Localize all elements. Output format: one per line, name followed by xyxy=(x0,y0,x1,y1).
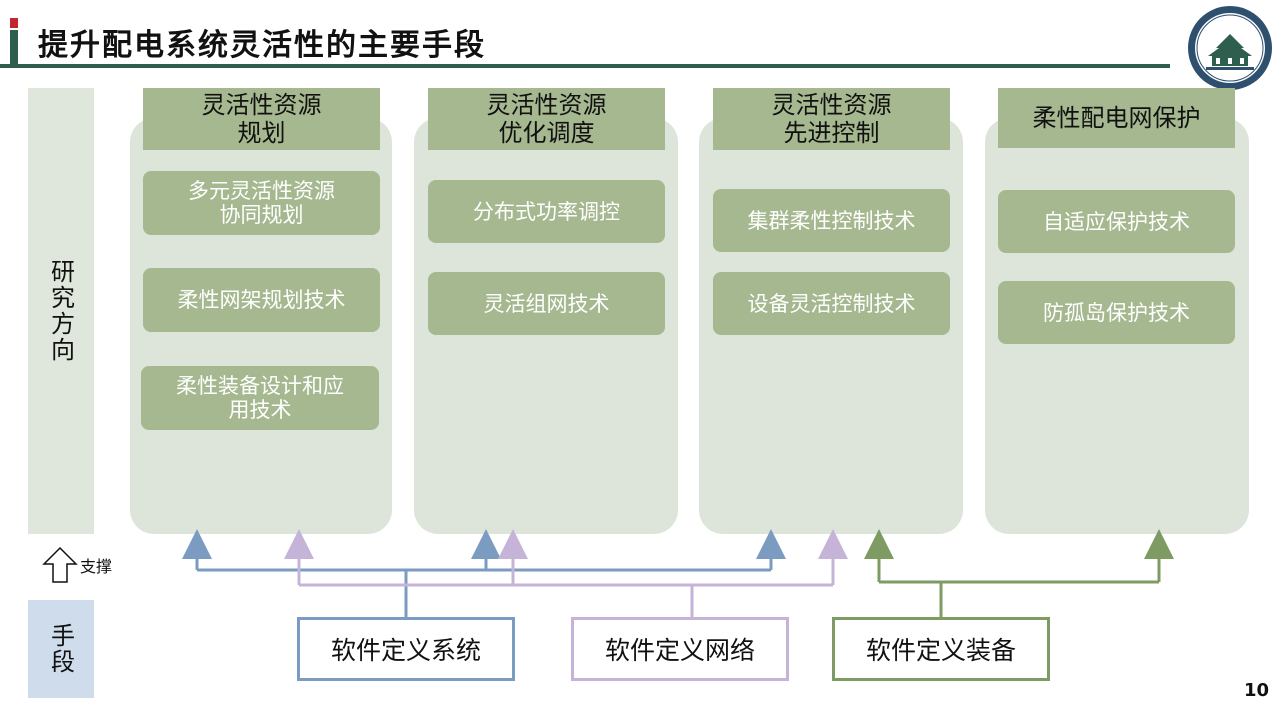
item-multi-resource-planning: 多元灵活性资源 协同规划 xyxy=(143,171,380,235)
column-header-planning: 灵活性资源 规划 xyxy=(143,88,380,150)
item-distributed-power-control: 分布式功率调控 xyxy=(428,180,665,243)
item-flexible-grid-planning: 柔性网架规划技术 xyxy=(143,268,380,332)
item-flexible-networking: 灵活组网技术 xyxy=(428,272,665,335)
research-direction-text: 研究方向 xyxy=(46,259,75,363)
title-divider xyxy=(0,64,1170,68)
network-connector xyxy=(284,529,848,617)
item-flexible-equipment-design: 柔性装备设计和应 用技术 xyxy=(141,366,379,430)
software-defined-equipment-box: 软件定义装备 xyxy=(832,617,1050,681)
page-title: 提升配电系统灵活性的主要手段 xyxy=(38,28,486,63)
support-text: 支撑 xyxy=(80,557,113,576)
university-logo xyxy=(1188,6,1272,90)
equipment-connector xyxy=(864,529,1174,617)
item-cluster-control: 集群柔性控制技术 xyxy=(713,189,950,252)
system-connector xyxy=(182,529,786,617)
column-header-dispatch: 灵活性资源 优化调度 xyxy=(428,88,665,150)
column-header-protection: 柔性配电网保护 xyxy=(998,88,1235,148)
item-anti-islanding-protection: 防孤岛保护技术 xyxy=(998,281,1235,344)
research-direction-label: 研究方向 xyxy=(28,88,94,534)
title-accent-green xyxy=(10,30,18,66)
item-adaptive-protection: 自适应保护技术 xyxy=(998,190,1235,253)
means-label: 手段 xyxy=(28,600,94,698)
column-header-control: 灵活性资源 先进控制 xyxy=(713,88,950,150)
means-text: 手段 xyxy=(46,623,75,675)
software-defined-system-box: 软件定义系统 xyxy=(297,617,515,681)
title-accent-red xyxy=(10,18,18,28)
item-device-control: 设备灵活控制技术 xyxy=(713,272,950,335)
page-number: 10 xyxy=(1244,680,1270,701)
support-indicator: 支撑 xyxy=(42,546,112,584)
up-arrow-icon xyxy=(42,546,78,583)
software-defined-network-box: 软件定义网络 xyxy=(571,617,789,681)
